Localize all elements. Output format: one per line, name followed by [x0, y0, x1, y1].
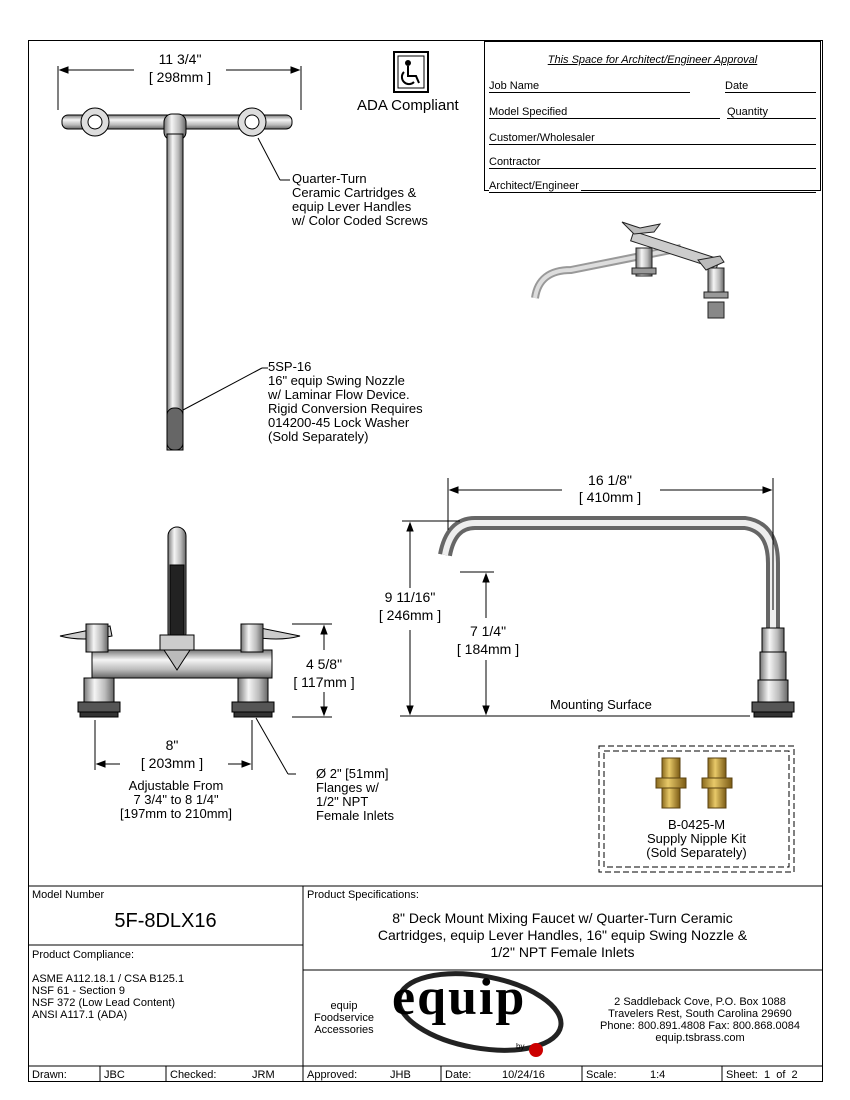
field-customer: Customer/Wholesaler — [489, 132, 597, 144]
ada-label: ADA Compliant — [357, 97, 459, 114]
scale-label: Scale: — [586, 1069, 617, 1081]
dim-centers-in: 8" — [165, 737, 179, 753]
mounting-surface-label: Mounting Surface — [550, 697, 652, 712]
drawn-value: JBC — [104, 1069, 125, 1081]
logo-text: equip — [392, 969, 527, 1026]
drawing-sheet — [28, 40, 823, 1082]
field-model-specified: Model Specified — [489, 106, 570, 118]
callout-adjustable: Adjustable From 7 3/4" to 8 1/4" [197mm … — [120, 778, 232, 821]
ada-icon — [393, 51, 429, 93]
dim-centers-mm: [ 203mm ] — [140, 755, 204, 771]
model-number: 5F-8DLX16 — [114, 910, 217, 932]
sheet-label: Sheet: — [726, 1069, 758, 1081]
dim-top-width-mm: [ 298mm ] — [148, 69, 212, 85]
approval-box: This Space for Architect/Engineer Approv… — [484, 41, 821, 193]
dim-body-height-mm: [ 117mm ] — [293, 674, 355, 690]
field-date: Date — [725, 80, 751, 92]
approval-title: This Space for Architect/Engineer Approv… — [547, 54, 758, 66]
callout-nipple-kit: B-0425-M Supply Nipple Kit (Sold Separat… — [646, 817, 747, 860]
front-view — [59, 526, 332, 775]
callout-flanges: Ø 2" [51mm] Flanges w/ 1/2" NPT Female I… — [316, 766, 395, 823]
dim-height-total-in: 9 11/16" — [384, 589, 436, 605]
spec-label: Product Specifications: — [307, 889, 419, 901]
approved-label: Approved: — [307, 1069, 358, 1081]
approved-value: JHB — [390, 1069, 411, 1081]
dim-body-height-in: 4 5/8" — [305, 656, 343, 672]
spec-text: 8" Deck Mount Mixing Faucet w/ Quarter-T… — [377, 910, 748, 960]
dim-top-width-in: 11 3/4" — [158, 51, 202, 67]
field-contractor: Contractor — [489, 156, 543, 168]
nipple-kit-box — [598, 745, 795, 873]
compliance-label: Product Compliance: — [32, 949, 135, 961]
logo-by: by — [516, 1042, 525, 1051]
checked-label: Checked: — [170, 1069, 217, 1081]
checked-value: JRM — [252, 1069, 275, 1081]
company-address: 2 Saddleback Cove, P.O. Box 1088 Travele… — [599, 996, 800, 1044]
side-view — [400, 478, 795, 718]
scale-value: 1:4 — [650, 1069, 666, 1081]
dim-height-outlet-mm: [ 184mm ] — [456, 641, 520, 657]
model-label: Model Number — [32, 889, 105, 901]
equip-logo — [396, 971, 564, 1057]
iso-view — [531, 221, 729, 319]
field-job-name: Job Name — [489, 80, 542, 92]
brand-subtitle: equip Foodservice Accessories — [314, 1000, 374, 1036]
dim-height-outlet-in: 7 1/4" — [469, 623, 507, 639]
drawn-label: Drawn: — [32, 1069, 67, 1081]
top-view — [57, 66, 302, 451]
date-value: 10/24/16 — [502, 1069, 545, 1081]
field-quantity: Quantity — [727, 106, 770, 118]
sheet-value: 1 of 2 — [764, 1069, 798, 1081]
dim-spout-len-in: 16 1/8" — [588, 472, 632, 488]
title-block-lines — [28, 885, 822, 1082]
dim-height-total-mm: [ 246mm ] — [378, 607, 442, 623]
dim-spout-len-mm: [ 410mm ] — [578, 489, 642, 505]
date-label: Date: — [445, 1069, 472, 1081]
callout-cartridges: Quarter-Turn Ceramic Cartridges & equip … — [292, 171, 428, 228]
compliance-list: ASME A112.18.1 / CSA B125.1 NSF 61 - Sec… — [32, 973, 185, 1021]
callout-nozzle: 5SP-16 16" equip Swing Nozzle w/ Laminar… — [268, 359, 423, 444]
field-architect: Architect/Engineer — [489, 180, 581, 192]
